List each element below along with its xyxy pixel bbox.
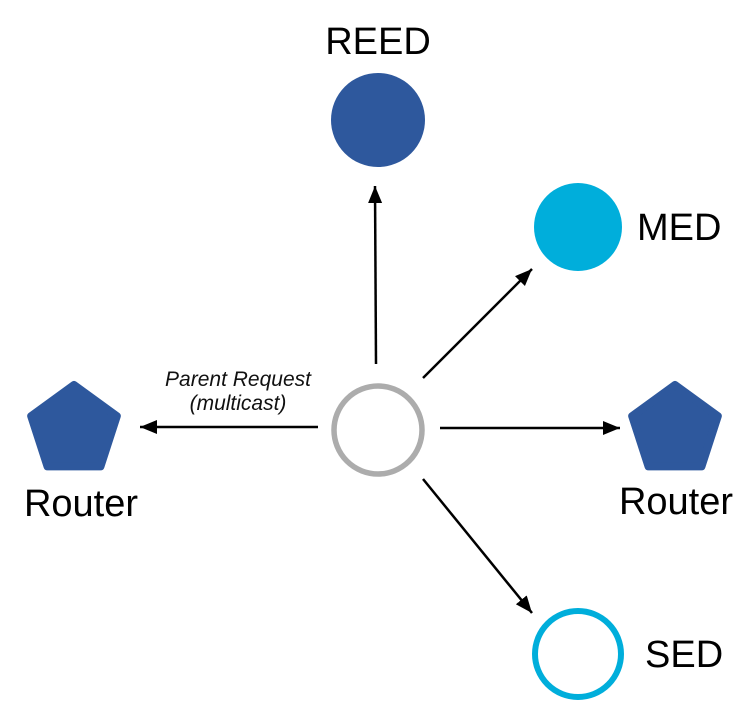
parent-request-annotation-line1: Parent Request — [165, 368, 312, 391]
med-label: MED — [637, 207, 721, 249]
parent-candidate-node — [331, 383, 425, 477]
reed-label: REED — [325, 21, 431, 63]
reed-node — [331, 73, 425, 167]
router-left-node — [27, 381, 121, 471]
sed-label: SED — [645, 634, 723, 676]
multicast-arrows — [140, 185, 620, 614]
parent-request-annotation-line2: (multicast) — [190, 392, 287, 415]
arrow-to-med — [422, 268, 533, 379]
router-left-label: Router — [24, 483, 138, 525]
arrow-to-reed — [368, 185, 383, 365]
arrow-to-sed — [422, 478, 533, 614]
med-node — [534, 183, 622, 271]
router-right-label: Router — [619, 481, 733, 523]
sed-node — [532, 608, 624, 700]
router-right-node — [628, 381, 722, 471]
